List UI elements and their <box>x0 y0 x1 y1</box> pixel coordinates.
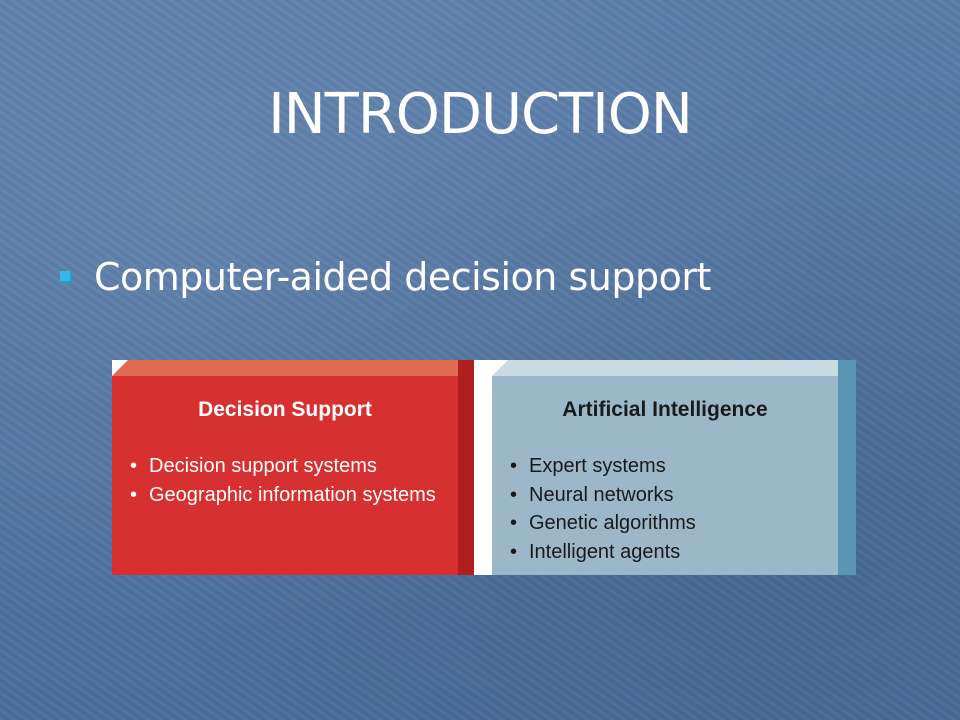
bullet-item: Computer-aided decision support <box>60 255 711 299</box>
list-item: Intelligent agents <box>510 538 830 567</box>
square-bullet-icon <box>60 271 72 283</box>
box-top-face <box>112 360 474 376</box>
box-side-face <box>838 360 856 575</box>
artificial-intelligence-title: Artificial Intelligence <box>562 398 768 421</box>
box-side-face <box>458 360 474 575</box>
list-item: Genetic algorithms <box>510 509 830 538</box>
box-top-face <box>492 360 854 376</box>
slide-title: INTRODUCTION <box>268 82 693 147</box>
bullet-text: Computer-aided decision support <box>94 255 711 299</box>
list-item: Geographic information systems <box>130 481 450 510</box>
list-item: Expert systems <box>510 452 830 481</box>
artificial-intelligence-list: Expert systems Neural networks Genetic a… <box>510 452 830 566</box>
decision-support-list: Decision support systems Geographic info… <box>130 452 450 509</box>
list-item: Decision support systems <box>130 452 450 481</box>
decision-support-box: Decision Support Decision support system… <box>112 360 474 575</box>
decision-support-diagram: Decision Support Decision support system… <box>112 360 856 575</box>
decision-support-title: Decision Support <box>198 398 372 421</box>
artificial-intelligence-box: Artificial Intelligence Expert systems N… <box>492 360 856 575</box>
list-item: Neural networks <box>510 481 830 510</box>
